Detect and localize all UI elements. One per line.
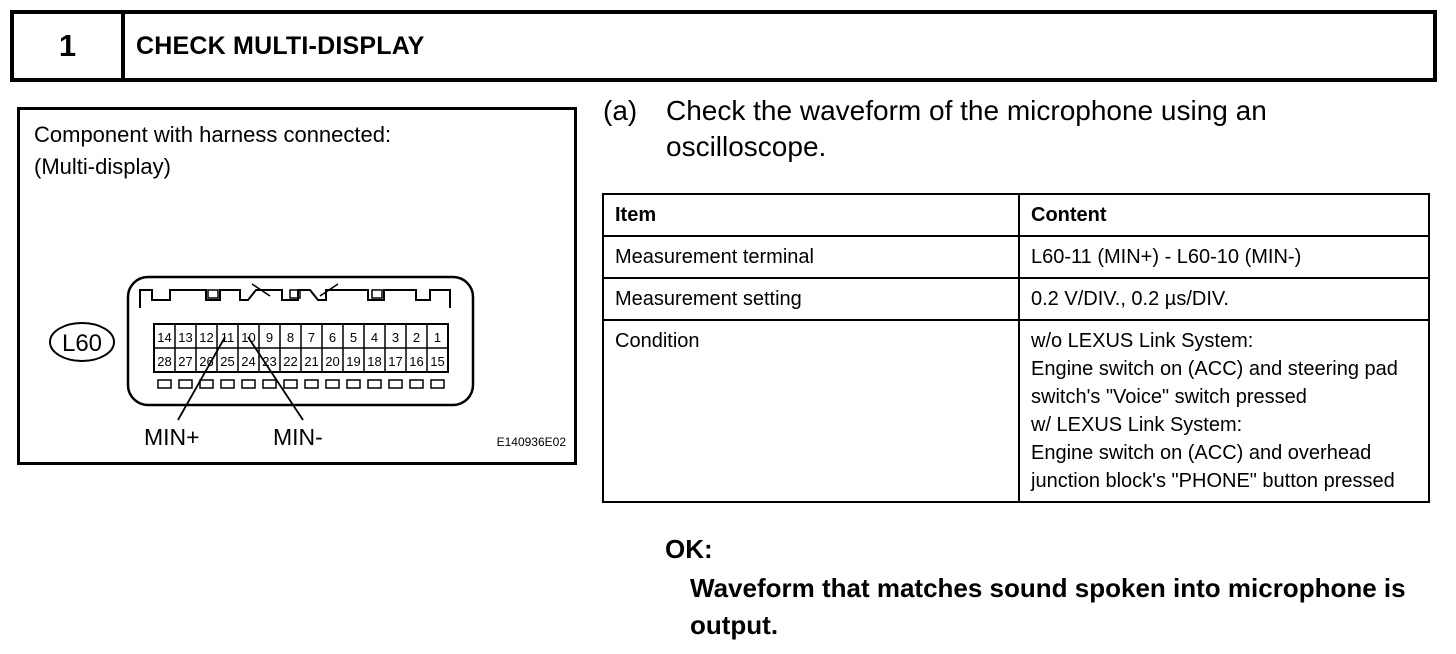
table-row: Measurement setting 0.2 V/DIV., 0.2 µs/D… <box>602 277 1430 321</box>
figure-caption: Component with harness connected: (Multi… <box>34 119 391 183</box>
figure-code: E140936E02 <box>497 435 567 449</box>
connector-body <box>126 275 475 407</box>
table-row: Measurement terminal L60-11 (MIN+) - L60… <box>602 235 1430 279</box>
connector-key <box>367 379 382 389</box>
pin-number: 2 <box>413 330 420 345</box>
step-label: (a) <box>603 95 638 126</box>
callout-min-plus: MIN+ <box>144 424 200 450</box>
condition-line: w/o LEXUS Link System: <box>1031 330 1254 352</box>
pin-number: 18 <box>367 354 381 369</box>
pin-number: 24 <box>241 354 255 369</box>
pin-number: 5 <box>350 330 357 345</box>
specification-table: Item Content Measurement terminal L60-11… <box>602 193 1430 503</box>
pin-number: 25 <box>220 354 234 369</box>
pin-number: 8 <box>287 330 294 345</box>
latch-line <box>251 283 271 297</box>
pin-number: 6 <box>329 330 336 345</box>
connector-key <box>304 379 319 389</box>
pin-number: 15 <box>430 354 444 369</box>
step-title: CHECK MULTI-DISPLAY <box>136 31 425 60</box>
connector-key <box>220 379 235 389</box>
callout-min-minus: MIN- <box>273 424 323 450</box>
callout-line-min-plus <box>177 336 226 421</box>
pin-number: 7 <box>308 330 315 345</box>
pin-number: 19 <box>346 354 360 369</box>
cell-item: Measurement setting <box>602 277 1020 321</box>
cell-content: w/o LEXUS Link System: Engine switch on … <box>1018 319 1430 503</box>
pin-number: 11 <box>221 330 235 345</box>
column-header-item: Item <box>602 193 1020 237</box>
connector-key <box>430 379 445 389</box>
step-header: 1 CHECK MULTI-DISPLAY <box>10 10 1437 82</box>
cell-item: Condition <box>602 319 1020 503</box>
pin-number: 3 <box>392 330 399 345</box>
pin-number: 16 <box>409 354 423 369</box>
connector-key <box>241 379 256 389</box>
figure-caption-line2: (Multi-display) <box>34 154 171 179</box>
latch-tab <box>207 289 219 299</box>
connector-label: L60 <box>62 330 102 357</box>
ok-text: Waveform that matches sound spoken into … <box>690 573 1406 640</box>
pin-number: 13 <box>178 330 192 345</box>
pin-number: 22 <box>283 354 297 369</box>
condition-line: Engine switch on (ACC) and overhead junc… <box>1031 442 1395 492</box>
column-header-content: Content <box>1018 193 1430 237</box>
connector-key <box>157 379 172 389</box>
pin-number: 20 <box>325 354 339 369</box>
connector-key <box>199 379 214 389</box>
step-instruction-text: Check the waveform of the microphone usi… <box>666 95 1267 162</box>
condition-line: w/ LEXUS Link System: <box>1031 414 1243 436</box>
pin-number: 27 <box>178 354 192 369</box>
table-row: Condition w/o LEXUS Link System: Engine … <box>602 319 1430 503</box>
connector-latch <box>139 289 451 308</box>
connector-label-ellipse <box>49 322 115 362</box>
pin-dividers <box>174 324 428 372</box>
table-header-row: Item Content <box>602 193 1430 237</box>
latch-tab <box>289 289 301 299</box>
pin-number: 21 <box>304 354 318 369</box>
cell-content: 0.2 V/DIV., 0.2 µs/DIV. <box>1018 277 1430 321</box>
step-number: 1 <box>14 14 125 78</box>
connector-key <box>346 379 361 389</box>
pin-number: 14 <box>157 330 171 345</box>
pin-number: 9 <box>266 330 273 345</box>
connector-key <box>388 379 403 389</box>
figure-caption-line1: Component with harness connected: <box>34 122 392 147</box>
connector-key <box>262 379 277 389</box>
pin-number: 17 <box>388 354 402 369</box>
cell-content: L60-11 (MIN+) - L60-10 (MIN-) <box>1018 235 1430 279</box>
connector-key <box>325 379 340 389</box>
pin-number: 28 <box>157 354 171 369</box>
pin-number: 12 <box>199 330 213 345</box>
connector-diagram: 1413121110987654321282726252423222120191… <box>49 275 567 450</box>
condition-line: Engine switch on (ACC) and steering pad … <box>1031 358 1398 408</box>
callout-line-min-minus <box>247 336 304 421</box>
connector-key <box>409 379 424 389</box>
cell-item: Measurement terminal <box>602 235 1020 279</box>
pin-number: 1 <box>434 330 441 345</box>
ok-label: OK: <box>665 534 713 564</box>
bottom-keys <box>157 379 445 389</box>
connector-figure: Component with harness connected: (Multi… <box>17 107 577 465</box>
connector-key <box>178 379 193 389</box>
latch-line <box>319 283 339 297</box>
pin-number: 4 <box>371 330 378 345</box>
connector-key <box>283 379 298 389</box>
latch-tab <box>371 289 383 299</box>
pin-number: 26 <box>199 354 213 369</box>
